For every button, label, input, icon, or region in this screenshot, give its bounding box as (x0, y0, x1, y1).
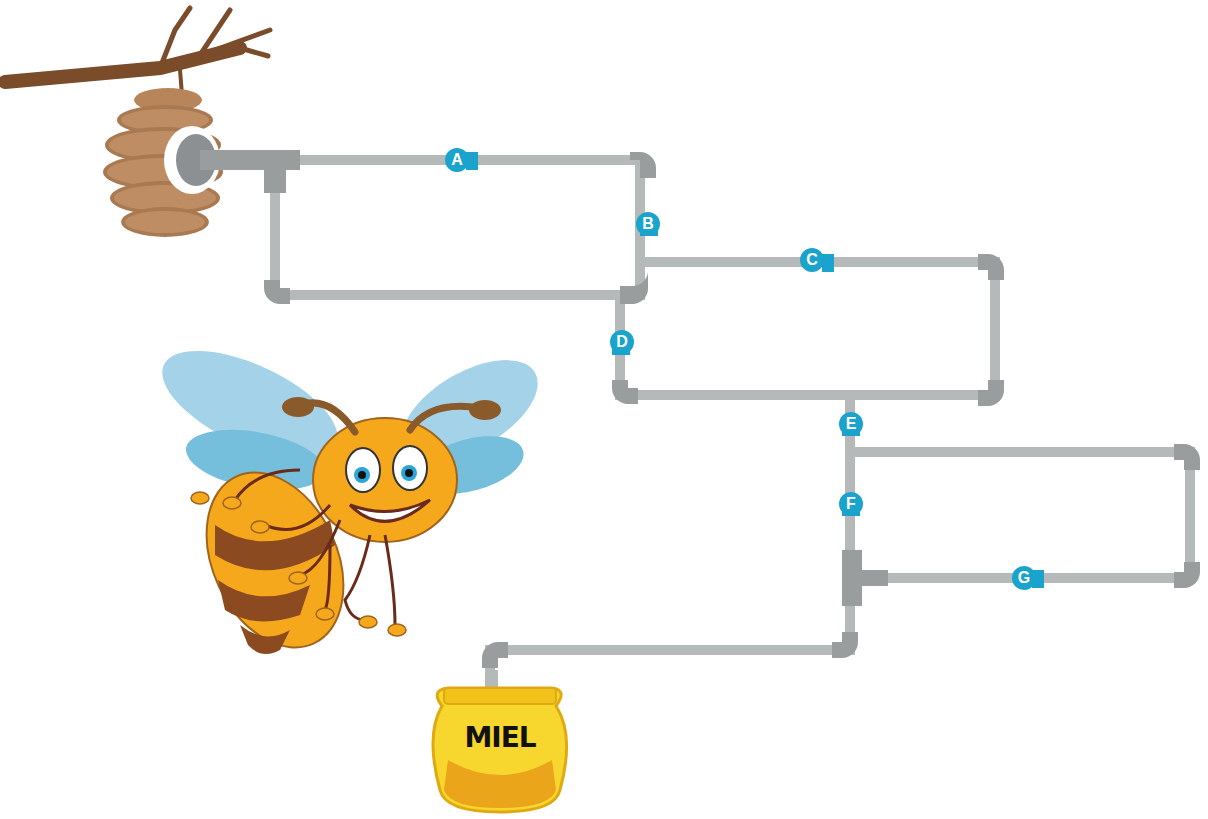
callout-letter: B (636, 212, 660, 236)
bee (147, 329, 554, 670)
pipes (200, 160, 1190, 690)
marker-tails (466, 152, 1044, 588)
callout-letter: C (800, 248, 824, 272)
jar-text: MIEL (464, 721, 535, 754)
jar-label: MIEL (440, 712, 560, 762)
honey-jar (433, 670, 567, 812)
callout-letter: D (610, 330, 634, 354)
callout-letter: A (445, 148, 469, 172)
pipe-fittings (200, 150, 1200, 668)
branch (5, 8, 270, 95)
callout-letter: G (1012, 566, 1036, 590)
callout-letter: E (839, 412, 863, 436)
callout-letter: F (839, 492, 863, 516)
